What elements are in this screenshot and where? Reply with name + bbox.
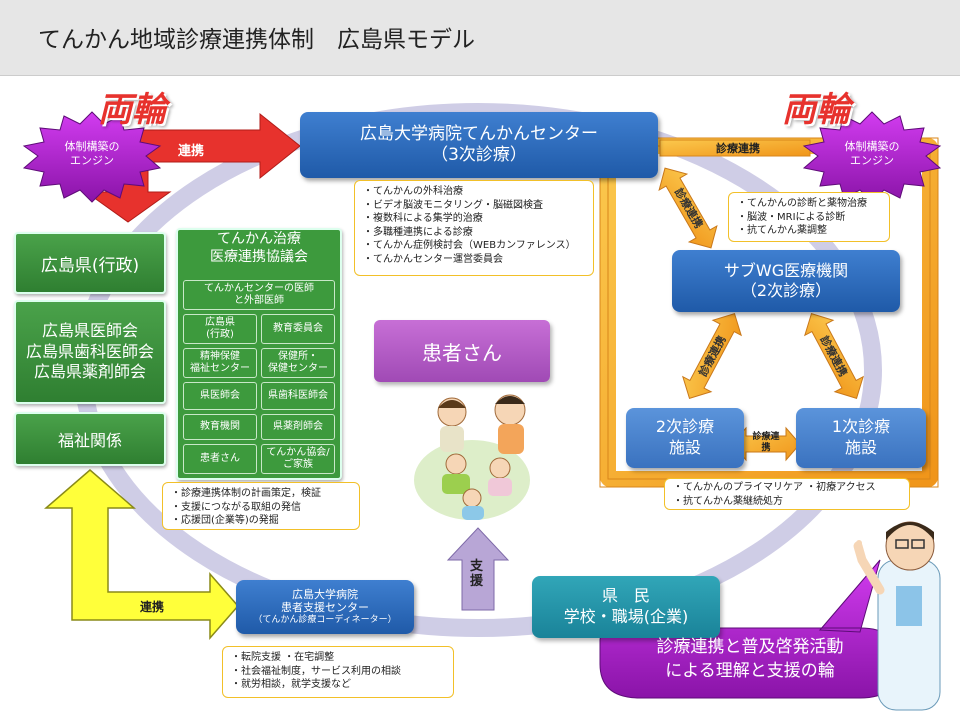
council-member-health: 保健所・保健センター [261, 348, 335, 378]
support-notes: ・転院支援 ・在宅調整・社会福祉制度，サービス利用の相談・就労相談，就学支援など [222, 646, 454, 698]
council-member-pharm: 県薬剤師会 [261, 414, 335, 440]
ryorin-left: 両輪 [98, 90, 166, 130]
subwg-box: サブWG医療機関（2次診療） [672, 250, 900, 312]
label-shinryo-renkei-top: 診療連携 [716, 142, 760, 155]
council-title: てんかん治療医療連携協議会 [210, 231, 308, 266]
engine-right-label: 体制構築のエンジン [844, 140, 900, 168]
council-member-med-assoc: 県医師会 [183, 382, 257, 410]
clinic-notes: ・てんかんのプライマリケア ・初療アクセス・抗てんかん薬継続処方 [664, 478, 910, 510]
label-shien: 支援 [470, 559, 484, 589]
council-notes: ・診療連携体制の計画策定，検証・支援につながる取組の発信・応援団(企業等)の発掘 [162, 482, 360, 530]
ichiji-box: 1次診療施設 [796, 408, 926, 468]
council-member-edu-comm: 教育委員会 [261, 314, 335, 344]
subwg-notes: ・てんかんの診断と薬物治療・脳波・MRIによる診断・抗てんかん薬調整 [728, 192, 890, 242]
ring-text: 診療連携と普及啓発活動による理解と支援の輪 [656, 637, 844, 681]
hospital-box: 広島大学病院てんかんセンター（3次診療） [300, 112, 658, 178]
renkei-arrow-bottom [43, 469, 239, 640]
council-member-edu-inst: 教育機関 [183, 414, 257, 440]
double-arrow-subwg-ichiji [804, 312, 864, 400]
page-title: てんかん地域診療連携体制 広島県モデル [38, 27, 475, 53]
label-shinryo-renkei-mid: 診療連携 [752, 432, 780, 453]
council-member-dental: 県歯科医師会 [261, 382, 335, 410]
ishikai-box: 広島県医師会広島県歯科医師会広島県薬剤師会 [14, 300, 166, 404]
ryorin-right: 両輪 [782, 90, 850, 130]
hospital-notes: ・てんかんの外科治療・ビデオ脳波モニタリング・脳磁図検査・複数科による集学的治療… [354, 180, 594, 276]
label-renkei-bottom: 連携 [140, 600, 165, 614]
council-member-mental: 精神保健福祉センター [183, 348, 257, 378]
double-arrow-hospital-subwg [658, 167, 718, 249]
engine-left-burst [22, 111, 162, 203]
council-member-patient: 患者さん [183, 444, 257, 474]
citizen-box: 県 民学校・職場(企業) [532, 576, 720, 638]
gyosei-box: 広島県(行政) [14, 232, 166, 294]
doctor-illustration [853, 521, 941, 711]
fukushi-box: 福祉関係 [14, 412, 166, 466]
patients-illustration [414, 394, 530, 520]
niji-box: 2次診療施設 [626, 408, 744, 468]
patient-box: 患者さん [374, 320, 550, 382]
support-center-box: 広島大学病院患者支援センター （てんかん診療コーディネーター） [236, 580, 414, 634]
label-renkei-top: 連携 [178, 144, 205, 159]
engine-left-label: 体制構築のエンジン [64, 140, 120, 168]
double-arrow-subwg-niji [682, 312, 742, 400]
council-member-assoc: てんかん協会/ご家族 [261, 444, 335, 474]
council-member-pref: 広島県(行政) [183, 314, 257, 344]
council-member-center: てんかんセンターの医師と外部医師 [183, 280, 335, 310]
title-bar [0, 0, 960, 76]
shien-arrow [446, 527, 510, 611]
